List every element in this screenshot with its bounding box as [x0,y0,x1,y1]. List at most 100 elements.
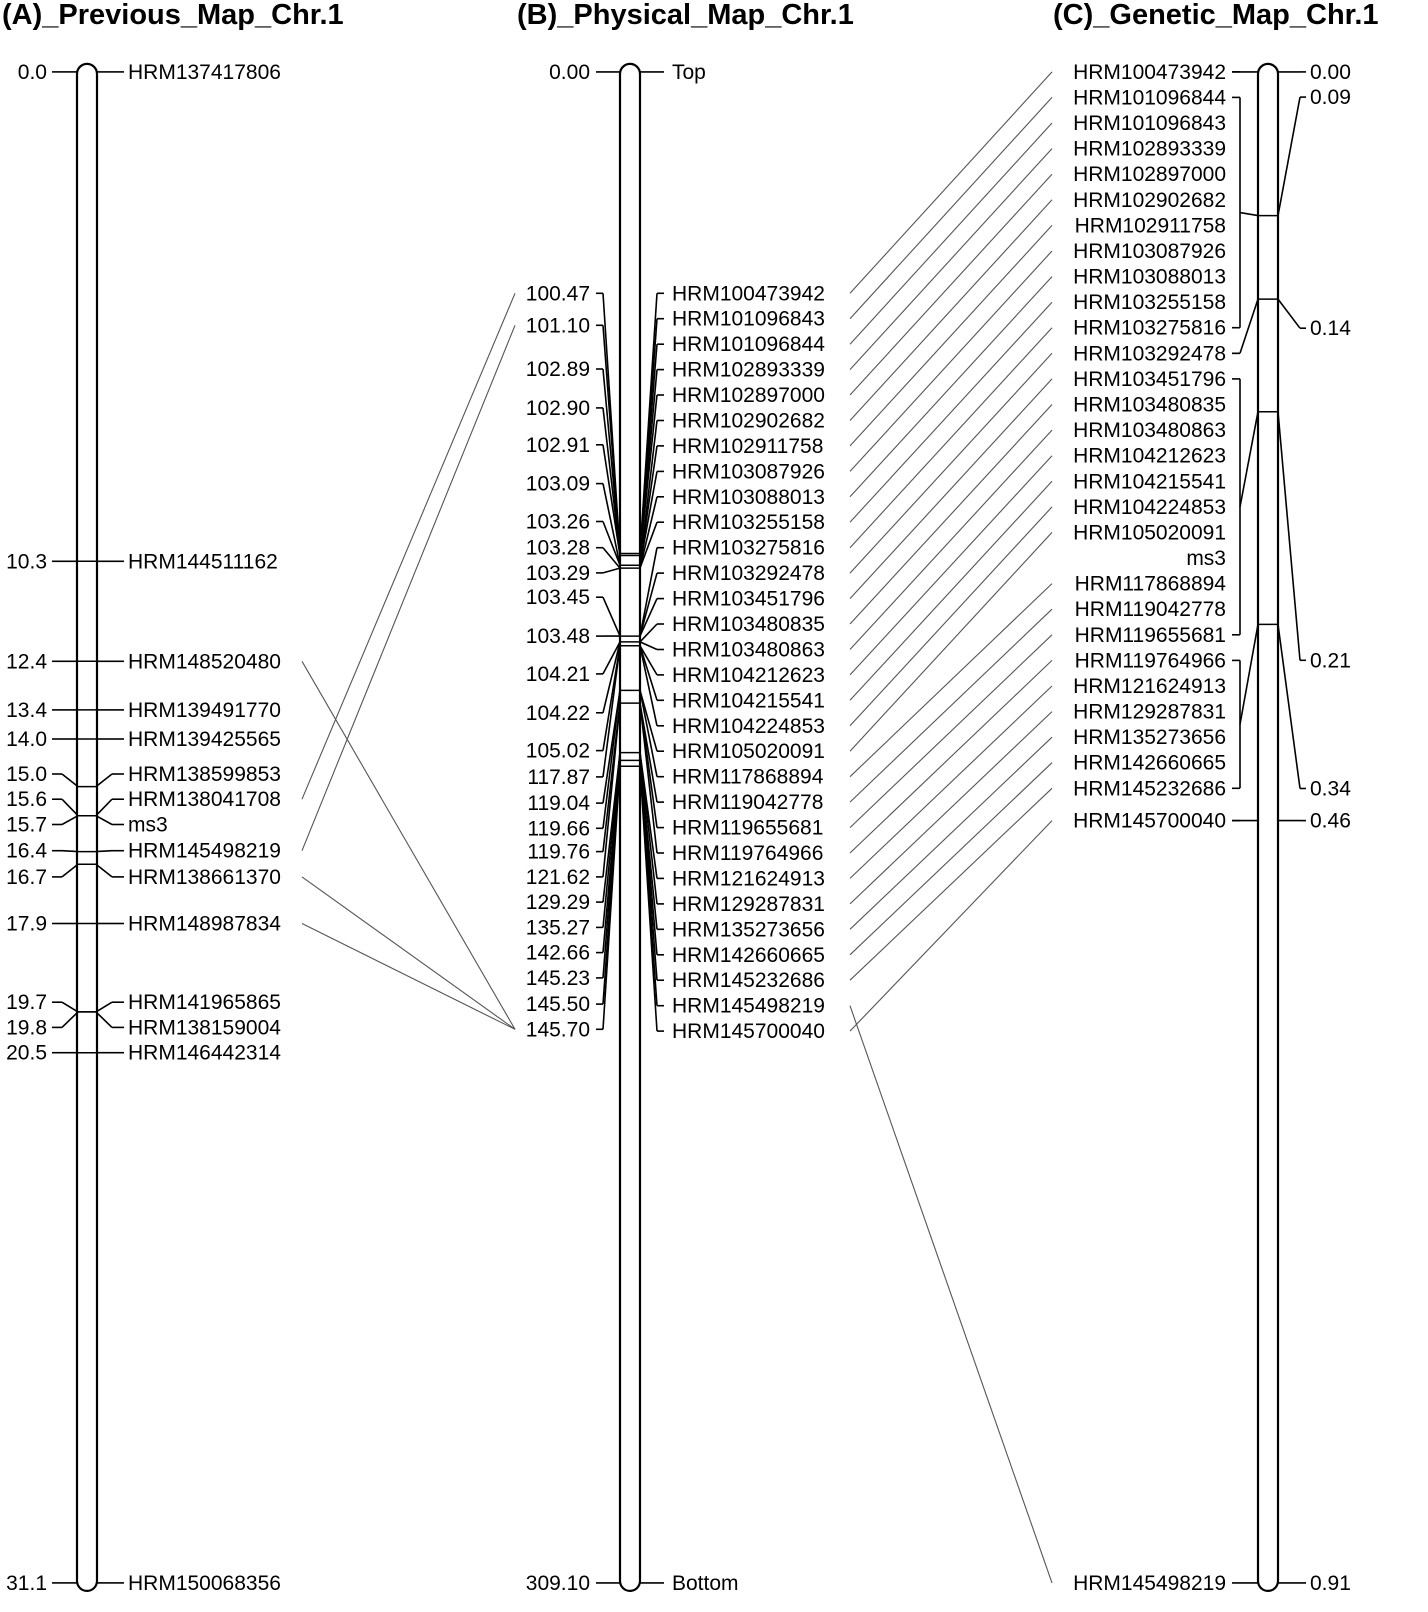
map-b-position-label: 103.29 [526,562,590,585]
connector-b-to-c [849,378,1053,599]
map-c-pos-link [1277,298,1301,329]
map-b-fan-left [602,444,621,556]
map-b-marker-label: HRM102897000 [672,384,825,407]
connector-b-to-c [849,199,1053,421]
map-a-position-label: 16.4 [6,840,47,863]
connector-b-to-c [849,71,1053,294]
map-c-marker-label: HRM129287831 [1073,701,1226,724]
connector-b-to-c [849,685,1053,879]
map-c-position-label: 0.46 [1310,810,1351,833]
map-c-marker-label: HRM105020091 [1073,521,1226,544]
map-c-marker-label: HRM102897000 [1073,163,1226,186]
map-a-marker-label: HRM141965865 [128,991,281,1014]
map-c-marker-label: HRM104212623 [1073,445,1226,468]
map-a-tick-left-bend [61,798,79,817]
map-b-position-label: 119.76 [527,841,590,864]
map-b-marker-label: HRM104215541 [672,689,825,712]
map-a-position-label: 12.4 [6,650,47,673]
map-a-tick-right-bend [95,849,113,853]
map-b-marker-label: HRM103451796 [672,588,825,611]
connector-b-to-c [849,276,1053,498]
map-b-position-label: 129.29 [526,891,590,914]
map-b-fan-left [602,368,621,554]
connector-b-to-c [849,225,1053,447]
connector-b-to-c [849,97,1053,320]
map-b-position-label: 102.91 [526,434,590,457]
map-b-position-label: 102.89 [526,358,590,381]
map-b-position-label: 102.90 [526,397,590,420]
map-b-marker-label: HRM102902682 [672,410,825,433]
map-b-marker-label: HRM119764966 [672,842,823,865]
map-a-tick-left-bend [61,773,79,788]
connector-b-to-c [849,250,1053,472]
connector-b-to-c [849,352,1053,574]
map-b-marker-label: HRM103088013 [672,486,825,509]
map-c-marker-label: HRM102902682 [1073,189,1226,212]
map-b-fan-right [639,547,658,637]
map-b-position-label: 103.09 [526,473,590,496]
map-b-fan-right [639,598,658,637]
map-b-position-label: 142.66 [526,942,590,965]
map-b-fan-right [639,690,658,777]
connector-a-to-b [301,661,516,1030]
map-b-fan-left [602,483,621,566]
connector-a-to-b [301,293,516,800]
connector-b-to-c [849,787,1053,981]
map-a-position-label: 14.0 [6,728,47,751]
map-c-marker-label: HRM100473942 [1073,61,1226,84]
map-a-tick-right-bend [95,1001,113,1013]
map-c-marker-label: HRM103480835 [1073,394,1226,417]
map-b-marker-label: HRM101096844 [672,333,825,356]
map-a-position-label: 20.5 [6,1042,47,1065]
map-a-position-label: 0.0 [18,61,47,84]
map-a-marker-label: HRM146442314 [128,1042,281,1065]
connector-b-to-c [849,301,1053,523]
map-b-position-label: 103.26 [526,511,590,534]
connector-a-to-b [301,923,516,1030]
map-b-position-label: 103.45 [526,586,590,609]
map-c-marker-label: HRM103255158 [1073,291,1226,314]
map-b-position-label: 0.00 [549,61,590,84]
title-genetic-map: (C)_Genetic_Map_Chr.1 [1053,0,1379,31]
map-b-fan-left [602,567,621,574]
map-b-position-label: 119.66 [527,817,590,840]
map-c-position-label: 0.00 [1310,61,1351,84]
map-c-bracket-link [1239,298,1259,354]
map-b-position-label: 101.10 [526,314,590,337]
connector-b-to-c [849,122,1053,345]
map-b-position-label: 117.87 [527,766,590,789]
map-b-marker-label: Bottom [672,1572,739,1595]
map-a-marker-label: ms3 [128,814,168,837]
map-b-marker-label: Top [672,61,706,84]
map-c-marker-label: HRM104215541 [1073,470,1226,493]
map-a-tick-right-bend [95,814,113,826]
map-a-tick-left-bend [61,849,79,853]
map-a-marker-label: HRM138159004 [128,1016,281,1039]
connector-b-to-c [849,480,1053,701]
map-b-fan-right [639,690,658,752]
map-c-marker-label: HRM117868894 [1075,573,1227,596]
connector-a-to-b [301,325,516,851]
map-c-marker-label: HRM103088013 [1073,266,1226,289]
map-b-fan-left [602,641,621,675]
map-a-position-label: 19.7 [6,991,47,1014]
map-a-marker-label: HRM138599853 [128,763,281,786]
map-b-marker-label: HRM103292478 [672,562,825,585]
map-b-fan-right [639,645,658,676]
map-c-marker-label: HRM145498219 [1073,1572,1226,1595]
connector-lines [301,71,1053,1584]
connector-b-to-c [849,736,1053,930]
title-previous-map: (A)_Previous_Map_Chr.1 [2,0,344,31]
map-c-marker-label: HRM103451796 [1073,368,1226,391]
map-c-pos-link [1277,624,1301,789]
map-a-position-label: 16.7 [6,866,47,889]
map-b-position-label: 103.48 [526,625,590,648]
map-c-bracket-link [1239,411,1259,507]
connector-b-to-c [849,634,1053,828]
map-b-marker-label: HRM121624913 [672,867,825,890]
map-a-position-label: 31.1 [6,1572,47,1595]
map-b-marker-label: HRM105020091 [672,740,825,763]
map-b-marker-label: HRM103275816 [672,537,825,560]
map-c-marker-label: HRM101096843 [1073,112,1226,135]
